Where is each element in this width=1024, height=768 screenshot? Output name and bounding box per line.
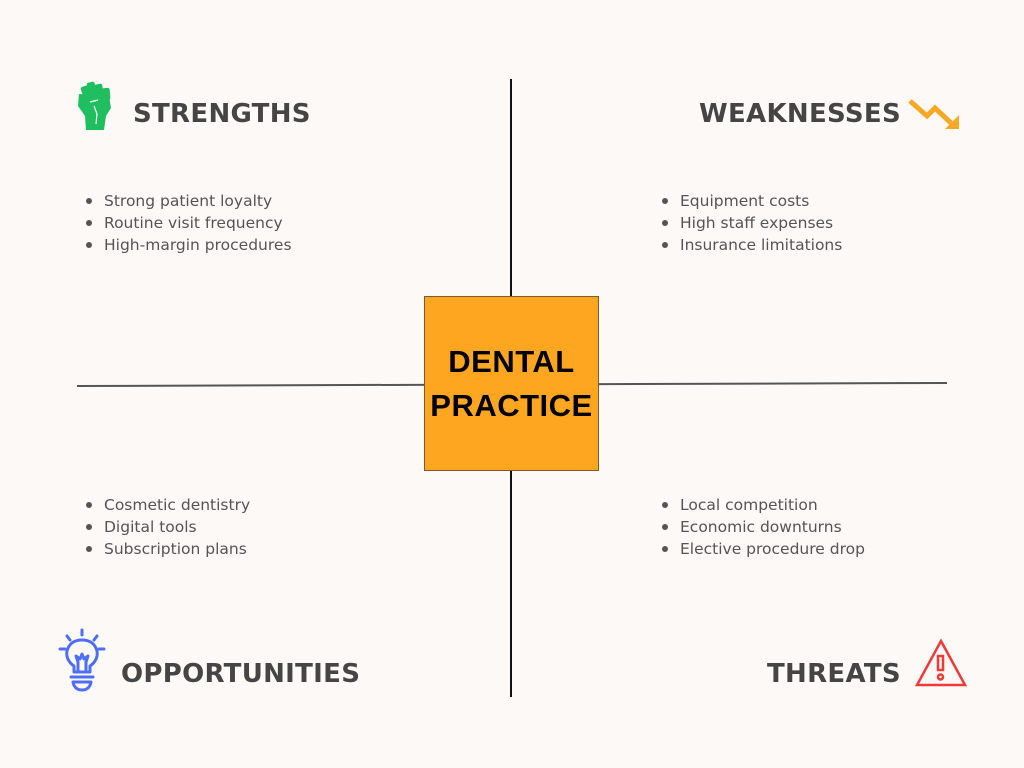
center-topic-box: DENTAL PRACTICE [424, 296, 599, 471]
raised-fist-icon [76, 80, 114, 132]
opportunities-heading: OPPORTUNITIES [121, 659, 361, 689]
list-item: Strong patient loyalty [82, 190, 292, 212]
trend-down-arrow-icon [907, 96, 961, 130]
list-item: Insurance limitations [658, 234, 842, 256]
opportunities-list: Cosmetic dentistry Digital tools Subscri… [82, 494, 250, 560]
warning-triangle-icon [914, 638, 968, 688]
threats-heading: THREATS [767, 659, 901, 689]
strengths-heading: STRENGTHS [133, 99, 311, 129]
list-item: Subscription plans [82, 538, 250, 560]
center-title-line2: PRACTICE [430, 387, 593, 423]
list-item: Elective procedure drop [658, 538, 865, 560]
list-item: Equipment costs [658, 190, 842, 212]
threats-list: Local competition Economic downturns Ele… [658, 494, 865, 560]
list-item: Economic downturns [658, 516, 865, 538]
list-item: Routine visit frequency [82, 212, 292, 234]
list-item: Cosmetic dentistry [82, 494, 250, 516]
weaknesses-list: Equipment costs High staff expenses Insu… [658, 190, 842, 256]
strengths-list: Strong patient loyalty Routine visit fre… [82, 190, 292, 256]
list-item: Digital tools [82, 516, 250, 538]
list-item: High staff expenses [658, 212, 842, 234]
weaknesses-heading: WEAKNESSES [699, 99, 901, 129]
lightbulb-icon [56, 628, 108, 692]
list-item: Local competition [658, 494, 865, 516]
center-title-line1: DENTAL [448, 343, 575, 379]
list-item: High-margin procedures [82, 234, 292, 256]
